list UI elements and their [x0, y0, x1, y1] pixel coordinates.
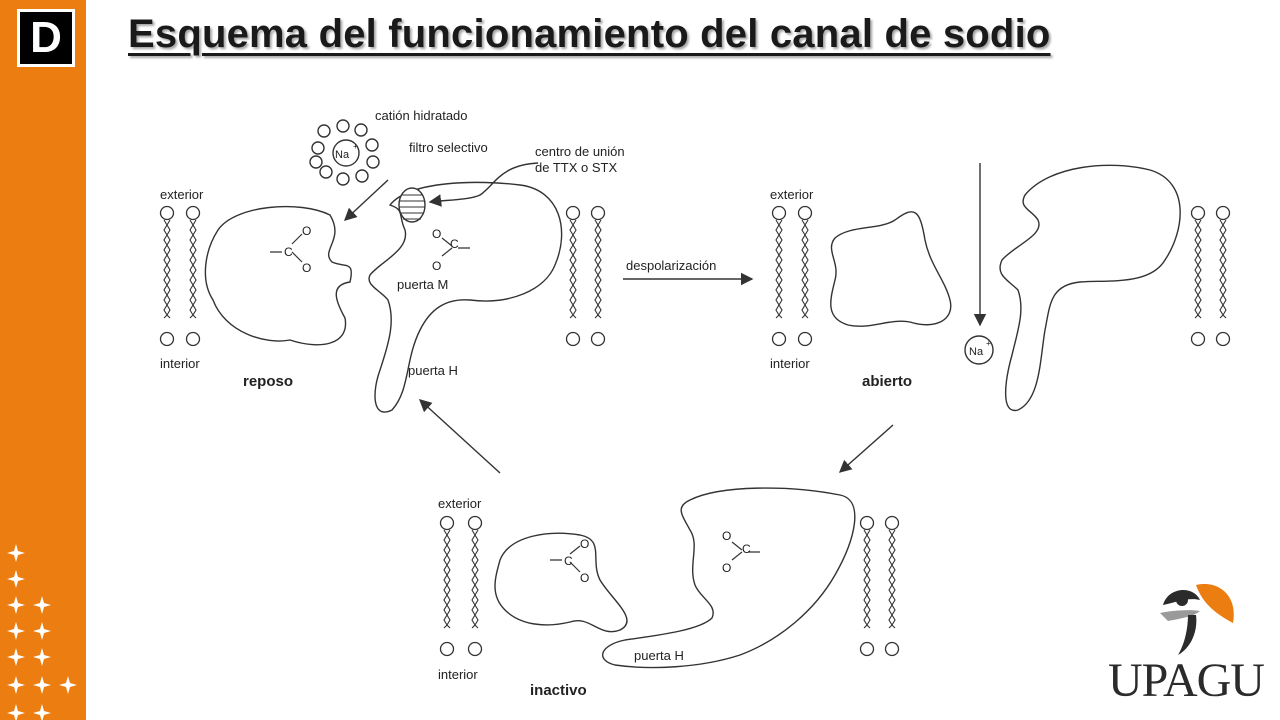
svg-text:O: O: [580, 537, 589, 551]
rest-right-protein: [368, 181, 563, 413]
label-gate-h-inactive: puerta H: [634, 648, 684, 663]
label-na-open: Na: [969, 346, 984, 358]
label-rest: reposo: [243, 373, 293, 390]
label-open: abierto: [862, 373, 912, 390]
rest-left-protein: [204, 205, 352, 346]
svg-text:O: O: [580, 571, 589, 585]
label-exterior-rest: exterior: [160, 187, 204, 202]
svg-text:O: O: [302, 261, 311, 275]
inactive-carbonyl-text: COO COO: [564, 529, 751, 585]
upagu-logo: UPAGU: [1108, 575, 1265, 715]
star-pattern-icon: [7, 544, 77, 720]
open-left-protein: [830, 211, 952, 327]
label-exterior-inactive: exterior: [438, 496, 482, 511]
label-interior-open: interior: [770, 356, 810, 371]
sodium-channel-diagram: COO COO COO COO catión hidratado filtro …: [159, 108, 1231, 699]
open-right-protein: [999, 164, 1181, 411]
label-interior-rest: interior: [160, 356, 200, 371]
label-cation: catión hidratado: [375, 108, 468, 123]
label-gate-m: puerta M: [397, 277, 448, 292]
rest-carbonyl-text: COO COO: [284, 224, 459, 275]
svg-text:O: O: [432, 259, 441, 273]
svg-text:C: C: [742, 542, 751, 556]
sidebar: D: [0, 0, 86, 720]
rest-state: [159, 119, 606, 413]
label-inactive: inactivo: [530, 682, 587, 699]
logo-figure-icon: [1160, 584, 1234, 655]
label-filter: filtro selectivo: [409, 140, 488, 155]
inactive-left-protein: [494, 532, 628, 633]
svg-text:C: C: [284, 245, 293, 259]
svg-text:O: O: [432, 227, 441, 241]
label-binding-1: centro de unión: [535, 144, 625, 159]
label-na-rest: Na: [335, 149, 350, 161]
slide-title: Esquema del funcionamiento del canal de …: [128, 12, 1051, 56]
label-depolarization: despolarización: [626, 258, 716, 273]
badge-letter: D: [30, 13, 62, 62]
label-binding-2: de TTX o STX: [535, 160, 617, 175]
svg-text:O: O: [722, 529, 731, 543]
svg-text:O: O: [722, 561, 731, 575]
logo-text: UPAGU: [1108, 654, 1265, 707]
label-gate-h-rest: puerta H: [408, 363, 458, 378]
rest-na-ion: [332, 139, 360, 167]
inactive-right-protein: [602, 487, 856, 669]
slide-badge: D: [17, 9, 75, 67]
label-na-open-charge: +: [986, 339, 991, 348]
open-state: [623, 163, 1231, 411]
svg-text:C: C: [564, 554, 573, 568]
inactive-state: [418, 399, 900, 669]
label-interior-inactive: interior: [438, 667, 478, 682]
label-exterior-open: exterior: [770, 187, 814, 202]
open-na-ion: [964, 335, 994, 365]
svg-text:O: O: [302, 224, 311, 238]
svg-text:C: C: [450, 237, 459, 251]
label-na-rest-charge: +: [353, 142, 358, 151]
